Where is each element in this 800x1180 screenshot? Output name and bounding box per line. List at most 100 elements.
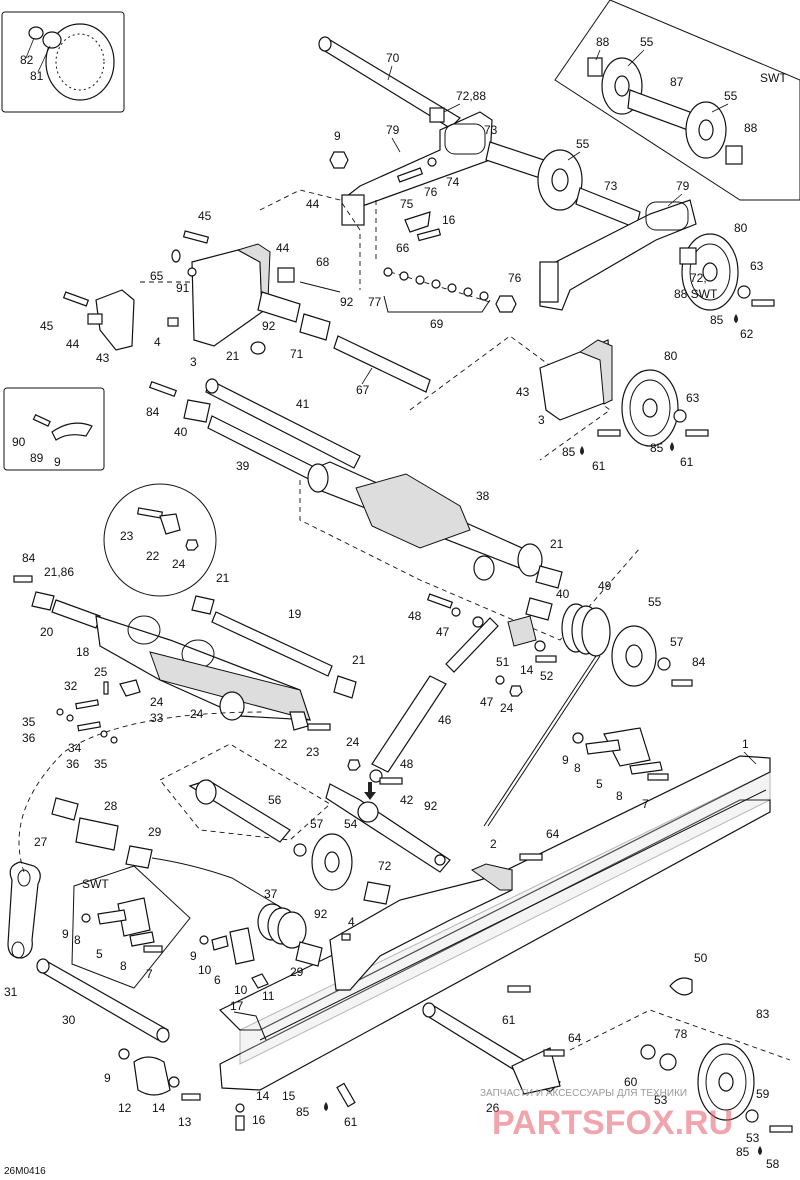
callout-61: 61	[502, 1013, 516, 1027]
inset-circle-23: 23 22 24	[103, 483, 217, 597]
callout-63: 63	[686, 391, 700, 405]
callout-24: 24	[346, 735, 360, 749]
callout-35: 35	[22, 715, 36, 729]
callout-70: 70	[386, 51, 400, 65]
callout-56: 56	[268, 793, 282, 807]
callout-41: 41	[296, 397, 310, 411]
slider-block-12: 9 12 14 13	[104, 1048, 201, 1129]
slider-50: 50 61	[502, 951, 708, 1027]
callout-7: 7	[642, 797, 649, 811]
callout-18: 18	[76, 645, 90, 659]
callout-68: 68	[316, 255, 330, 269]
callout-9: 9	[190, 949, 197, 963]
callout-10: 10	[198, 963, 212, 977]
callout-24: 24	[190, 707, 204, 721]
spring-49-wheel-55: 49 55 57 84	[483, 579, 706, 827]
callout-92: 92	[424, 799, 438, 813]
bracket-left-upper: 45 65 91 3 21 44 68 92 92 44	[150, 197, 354, 369]
callout-67: 67	[356, 383, 370, 397]
callout-37: 37	[264, 887, 278, 901]
fasteners-left-mid: 25 24 33 32 35 36 34 36 35	[22, 665, 164, 771]
callout-3: 3	[538, 413, 545, 427]
callout-49: 49	[598, 579, 612, 593]
callout-79: 79	[386, 123, 400, 137]
callout-92: 92	[340, 295, 354, 309]
shock-46: 46 48 47 24 48	[346, 593, 499, 785]
callout-48: 48	[408, 609, 422, 623]
swt-label-top: SWT	[760, 71, 787, 85]
callout-61: 61	[344, 1115, 358, 1129]
callout-9: 9	[562, 753, 569, 767]
callout-74: 74	[446, 175, 460, 189]
callout-40: 40	[556, 587, 570, 601]
callout-25: 25	[94, 665, 108, 679]
callout-44: 44	[66, 337, 80, 351]
callout-40: 40	[174, 425, 188, 439]
callout-76: 76	[424, 185, 438, 199]
callout-75: 75	[400, 197, 414, 211]
callout-11: 11	[262, 989, 275, 1003]
swt-bracket-inset: SWT 9 8 5 8 7	[62, 865, 191, 989]
callout-65: 65	[150, 269, 164, 283]
callout-55: 55	[724, 89, 738, 103]
callout-85: 85	[562, 445, 576, 459]
callout-24: 24	[150, 695, 164, 709]
block-51: 51 14 52 47 24	[480, 615, 557, 715]
callout-33: 33	[150, 711, 164, 725]
callout-8: 8	[120, 959, 127, 973]
inset-bearing-box: 82 81	[1, 11, 125, 113]
fasteners-bottom: 14 15 16 85 61	[235, 1082, 358, 1131]
callout-85: 85	[736, 1145, 750, 1159]
callout-66: 66	[396, 241, 410, 255]
callout-54: 54	[344, 817, 358, 831]
callout-2: 2	[490, 837, 497, 851]
callout-20: 20	[40, 625, 54, 639]
callout-9: 9	[104, 1071, 111, 1085]
callout-73: 73	[604, 179, 618, 193]
bracket-43-left: 45 44 43 4	[40, 289, 179, 365]
cross-member-38: 38 21 40	[307, 461, 570, 621]
callout-19: 19	[288, 607, 302, 621]
bracket-6: 9 10 6 10 11 17	[190, 927, 275, 1013]
callout-80: 80	[664, 349, 678, 363]
callout-84: 84	[22, 551, 36, 565]
callout-44: 44	[276, 241, 290, 255]
slide-rail-1: 1	[218, 737, 771, 1091]
callout-14: 14	[256, 1089, 270, 1103]
callout-53: 53	[654, 1093, 668, 1107]
callout-89: 89	[30, 451, 44, 465]
callout-47: 47	[436, 625, 450, 639]
callout-21: 21	[226, 349, 240, 363]
swt-label-mid: 88 SWT	[674, 287, 718, 301]
callout-21: 21	[352, 653, 366, 667]
watermark-brand: PARTSFOX.RU	[492, 1104, 733, 1142]
callout-34: 34	[68, 741, 82, 755]
callout-47: 47	[480, 695, 494, 709]
callout-14: 14	[520, 663, 534, 677]
callout-5: 5	[96, 947, 103, 961]
callout-27: 27	[34, 835, 48, 849]
callout-92: 92	[262, 319, 276, 333]
swt-idler-inset: SWT 88 55 87 55 88	[554, 0, 800, 201]
callout-21: 21	[216, 571, 230, 585]
callout-61: 61	[592, 459, 606, 473]
callout-57: 57	[670, 635, 684, 649]
arm-79-right: 79	[539, 179, 697, 311]
callout-9: 9	[54, 455, 61, 469]
callout-71: 71	[290, 347, 304, 361]
callout-23: 23	[306, 745, 320, 759]
callout-77: 77	[368, 295, 382, 309]
callout-80: 80	[734, 221, 748, 235]
link-31-roller-30: 31 30	[4, 711, 265, 1043]
callout-8: 8	[74, 933, 81, 947]
wheel-80-upper: 80 63 72, 88 SWT 85 62	[674, 221, 775, 341]
callout-87: 87	[670, 75, 684, 89]
rear-arm-18: 84 21,86 20 18 21 19 21 24 22 23	[13, 551, 366, 759]
callout-72: 72,	[690, 271, 707, 285]
callout-35: 35	[94, 757, 108, 771]
callout-84: 84	[692, 655, 706, 669]
callout-64: 64	[568, 1031, 582, 1045]
callout-36: 36	[66, 757, 80, 771]
callout-17: 17	[230, 999, 244, 1013]
